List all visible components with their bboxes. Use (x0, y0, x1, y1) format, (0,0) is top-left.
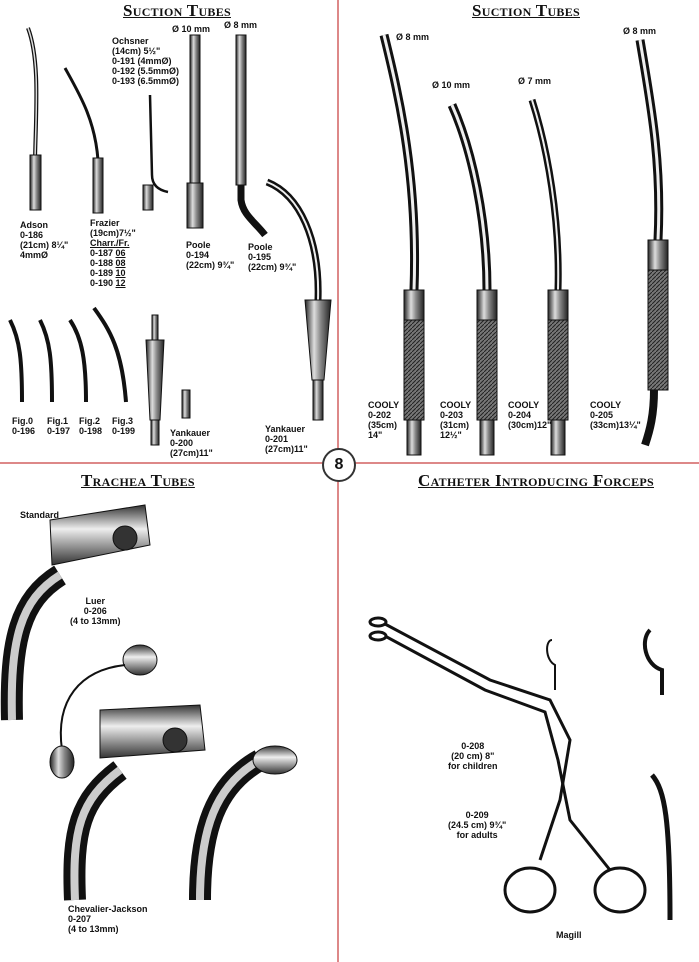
fig0-label: Fig.0 0-196 (12, 416, 36, 436)
poole-194-diameter: Ø 10 mm (172, 24, 211, 34)
frazier-tube-drawing (63, 67, 104, 214)
adson-tube-drawing (26, 27, 42, 211)
forceps-title: Catheter Introducing Forceps (418, 471, 654, 490)
standard-label: Standard (20, 510, 60, 520)
cooly-205-label: COOLY 0-205 (33cm)13¼" (590, 400, 641, 430)
forceps-children-label: 0-208 (20 cm) 8" for children (448, 741, 498, 771)
fig-tips-drawing (8, 306, 128, 403)
yankauer-201-label: Yankauer 0-201 (27cm)11" (265, 424, 308, 454)
cooly-202-label: COOLY 0-202 (35cm) 14" (368, 400, 400, 440)
cooly-202-diameter: Ø 8 mm (396, 32, 430, 42)
cooly-205-diameter: Ø 8 mm (623, 26, 657, 36)
cooly-205-drawing (635, 39, 669, 447)
page-number: 8 (322, 448, 356, 482)
suction-tubes-right-title: Suction Tubes (472, 1, 580, 20)
yankauer-201-drawing (265, 178, 332, 421)
poole-195-drawing (235, 34, 268, 238)
suction-tubes-left-title: Suction Tubes (123, 1, 231, 20)
ochsner-label: Ochsner (14cm) 5½" 0-191 (4mmØ) 0-192 (5… (112, 36, 180, 86)
luer-label: Luer 0-206 (4 to 13mm) (70, 596, 121, 626)
poole-195-diameter: Ø 8 mm (224, 20, 258, 30)
chevalier-jackson-tube-drawing (49, 644, 298, 901)
fig2-label: Fig.2 0-198 (79, 416, 103, 436)
poole-195-label: Poole 0-195 (22cm) 9¾" (248, 242, 297, 272)
yankauer-200-label: Yankauer 0-200 (27cm)11" (170, 428, 213, 458)
cooly-202-drawing (379, 33, 425, 456)
poole-194-drawing (186, 34, 204, 229)
frazier-label: Frazier (19cm)7½" Charr./Fr. 0-187 06 0-… (90, 218, 136, 288)
adson-label: Adson 0-186 (21cm) 8¼" 4mmØ (20, 220, 69, 260)
poole-194-label: Poole 0-194 (22cm) 9¾" (186, 240, 235, 270)
cooly-204-diameter: Ø 7 mm (518, 76, 552, 86)
chevalier-jackson-label: Chevalier-Jackson 0-207 (4 to 13mm) (68, 904, 148, 934)
cooly-204-drawing (528, 98, 569, 456)
trachea-tubes-title: Trachea Tubes (81, 471, 195, 490)
luer-tube-drawing (0, 504, 151, 721)
fig3-label: Fig.3 0-199 (112, 416, 136, 436)
forceps-adults-label: 0-209 (24.5 cm) 9¾" for adults (448, 810, 507, 840)
yankauer-200-drawing (145, 314, 191, 446)
cooly-204-label: COOLY 0-204 (30cm)12" (508, 400, 552, 430)
cooly-203-diameter: Ø 10 mm (432, 80, 471, 90)
cooly-203-drawing (447, 103, 498, 456)
magill-forceps-drawing (368, 616, 673, 921)
ochsner-tube-drawing (142, 94, 169, 211)
magill-label: Magill (556, 930, 582, 940)
cooly-203-label: COOLY 0-203 (31cm) 12½" (440, 400, 472, 440)
fig1-label: Fig.1 0-197 (47, 416, 71, 436)
